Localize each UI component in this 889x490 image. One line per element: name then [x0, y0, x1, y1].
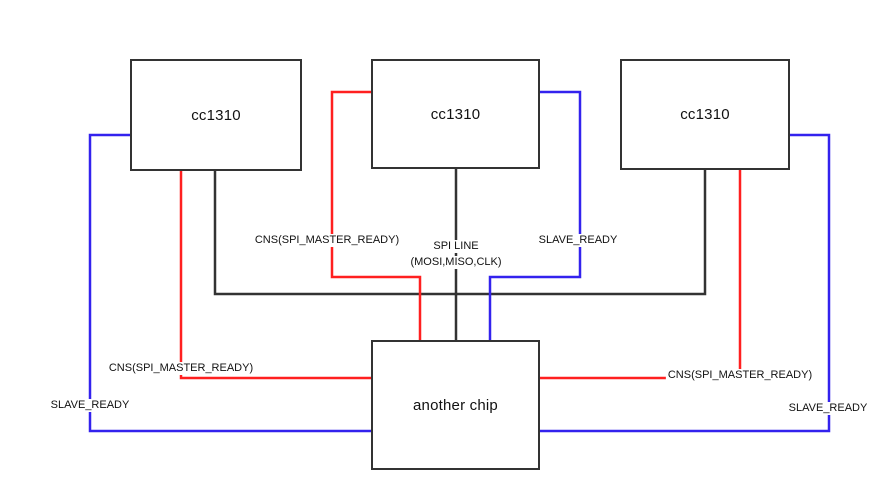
chip-cc1310-right[interactable]: cc1310 — [620, 59, 790, 170]
wire-sr-middle — [488, 90, 582, 342]
wire-label-spi-line-signals: (MOSI,MISO,CLK) — [408, 256, 504, 269]
wire-label-cns-right: CNS(SPI_MASTER_READY) — [665, 369, 815, 382]
wire-spi-right — [454, 168, 707, 296]
wire-label-slave-ready-right: SLAVE_READY — [786, 402, 870, 415]
wire-label-slave-ready-mid: SLAVE_READY — [536, 234, 620, 247]
wire-label-cns-left-lower: CNS(SPI_MASTER_READY) — [106, 362, 256, 375]
wire-cns-left — [179, 169, 373, 380]
wire-spi-left — [213, 169, 458, 296]
wire-label-slave-ready-left: SLAVE_READY — [48, 399, 132, 412]
chip-label: another chip — [413, 396, 498, 414]
chip-another-chip[interactable]: another chip — [371, 340, 540, 470]
wire-label-spi-line-title: SPI LINE — [431, 240, 481, 253]
chip-label: cc1310 — [191, 106, 241, 124]
chip-label: cc1310 — [430, 105, 481, 123]
wire-cns-right — [538, 168, 742, 380]
chip-label: cc1310 — [680, 106, 730, 123]
chip-cc1310-middle[interactable]: cc1310 — [371, 59, 540, 169]
wire-cns-middle — [330, 90, 422, 342]
wire-label-cns-left-upper: CNS(SPI_MASTER_READY) — [252, 234, 402, 247]
chip-cc1310-left[interactable]: cc1310 — [130, 59, 302, 171]
wire-sr-left — [88, 133, 373, 433]
wire-sr-right — [538, 133, 831, 433]
